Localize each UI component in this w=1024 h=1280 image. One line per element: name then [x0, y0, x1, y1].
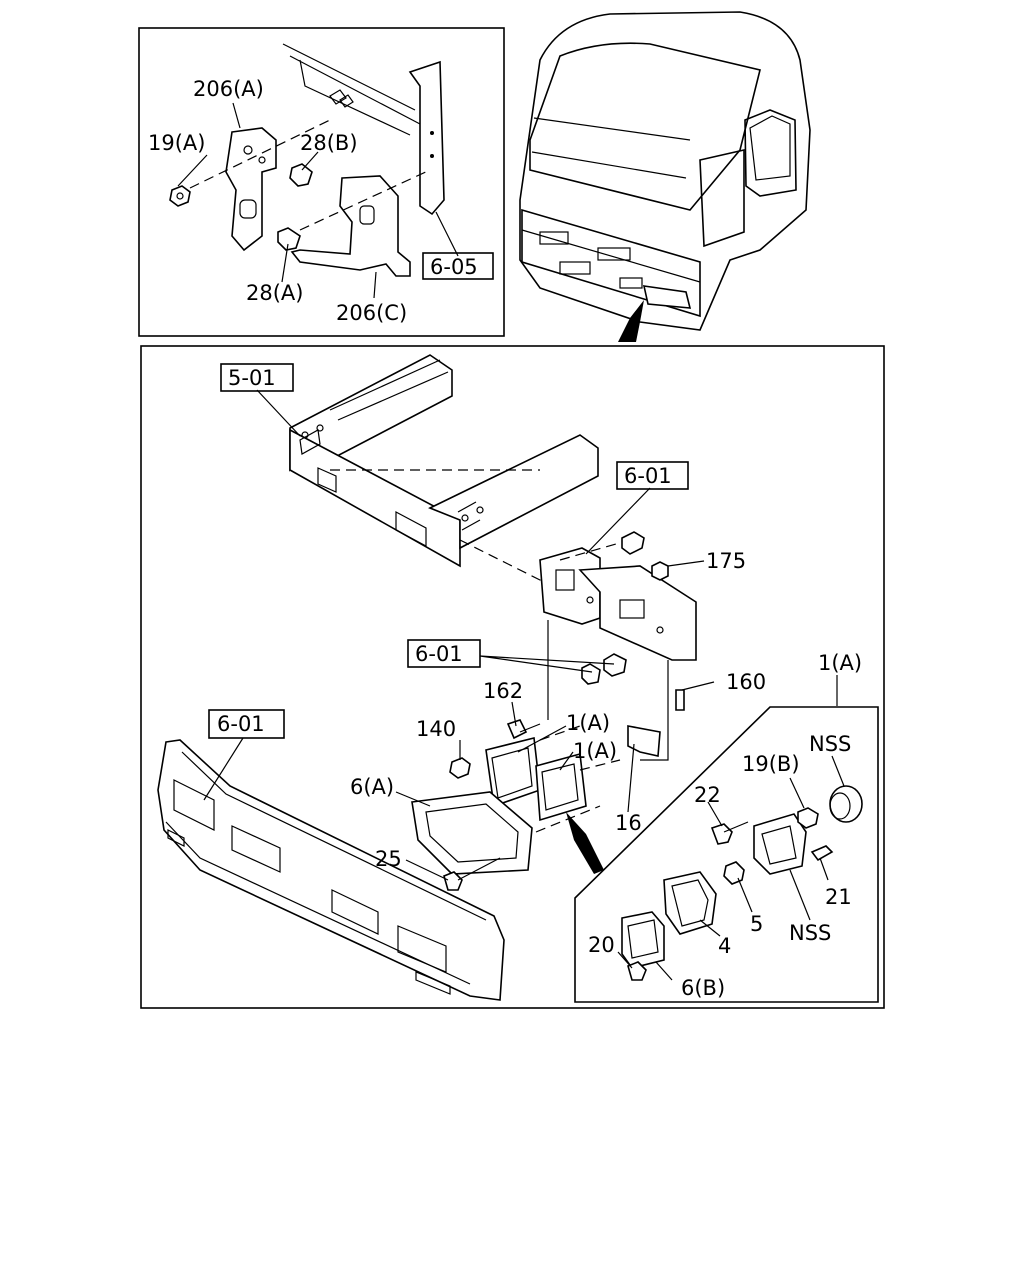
label-160: 160: [726, 670, 766, 694]
ref-box-601-bracket: [616, 461, 689, 490]
label-nss-top: NSS: [809, 732, 851, 756]
label-20: 20: [588, 933, 615, 957]
label-ref-605: 6-05: [430, 255, 478, 279]
label-ref-601-bracket: 6-01: [624, 464, 672, 488]
bumper-shape: [157, 739, 505, 1001]
label-1A-lower: 1(A): [573, 739, 617, 763]
ref-box-601-bumper: [208, 709, 285, 739]
ref-box-605: [422, 252, 494, 280]
frame-shape: [289, 354, 599, 591]
label-6A: 6(A): [350, 775, 394, 799]
label-19A: 19(A): [148, 131, 205, 155]
bracket-206C-shape: [290, 175, 411, 277]
label-4: 4: [718, 934, 731, 958]
label-206C: 206(C): [336, 301, 407, 325]
truck-cab-illustration: [519, 11, 811, 342]
label-ref-501: 5-01: [228, 366, 276, 390]
label-1A-upper: 1(A): [566, 711, 610, 735]
lamp-detail-panel: [574, 706, 879, 1003]
label-140: 140: [416, 717, 456, 741]
label-nss-bottom: NSS: [789, 921, 831, 945]
ref-box-501: [220, 363, 294, 392]
label-21: 21: [825, 885, 852, 909]
nut-19A-shape: [169, 185, 191, 207]
bracket-206A-shape: [225, 127, 277, 252]
label-16: 16: [615, 811, 642, 835]
main-panel: [140, 345, 885, 1009]
inset-panel: [138, 27, 505, 337]
label-19B: 19(B): [742, 752, 800, 776]
label-ref-601-bumper: 6-01: [217, 712, 265, 736]
label-175: 175: [706, 549, 746, 573]
label-5: 5: [750, 912, 763, 936]
label-1A-top: 1(A): [818, 651, 862, 675]
bezel-6A-shape: [411, 791, 533, 875]
label-6B: 6(B): [681, 976, 725, 1000]
ref-box-601-bolts: [407, 639, 481, 668]
label-206A: 206(A): [193, 77, 264, 101]
label-25: 25: [375, 847, 402, 871]
label-28B: 28(B): [300, 131, 358, 155]
label-162: 162: [483, 679, 523, 703]
fog-lamp-1A-shapes: [485, 725, 621, 833]
label-22: 22: [694, 783, 721, 807]
label-28A: 28(A): [246, 281, 303, 305]
label-ref-601-bolts: 6-01: [415, 642, 463, 666]
bracket-assembly-shape: [449, 531, 697, 779]
